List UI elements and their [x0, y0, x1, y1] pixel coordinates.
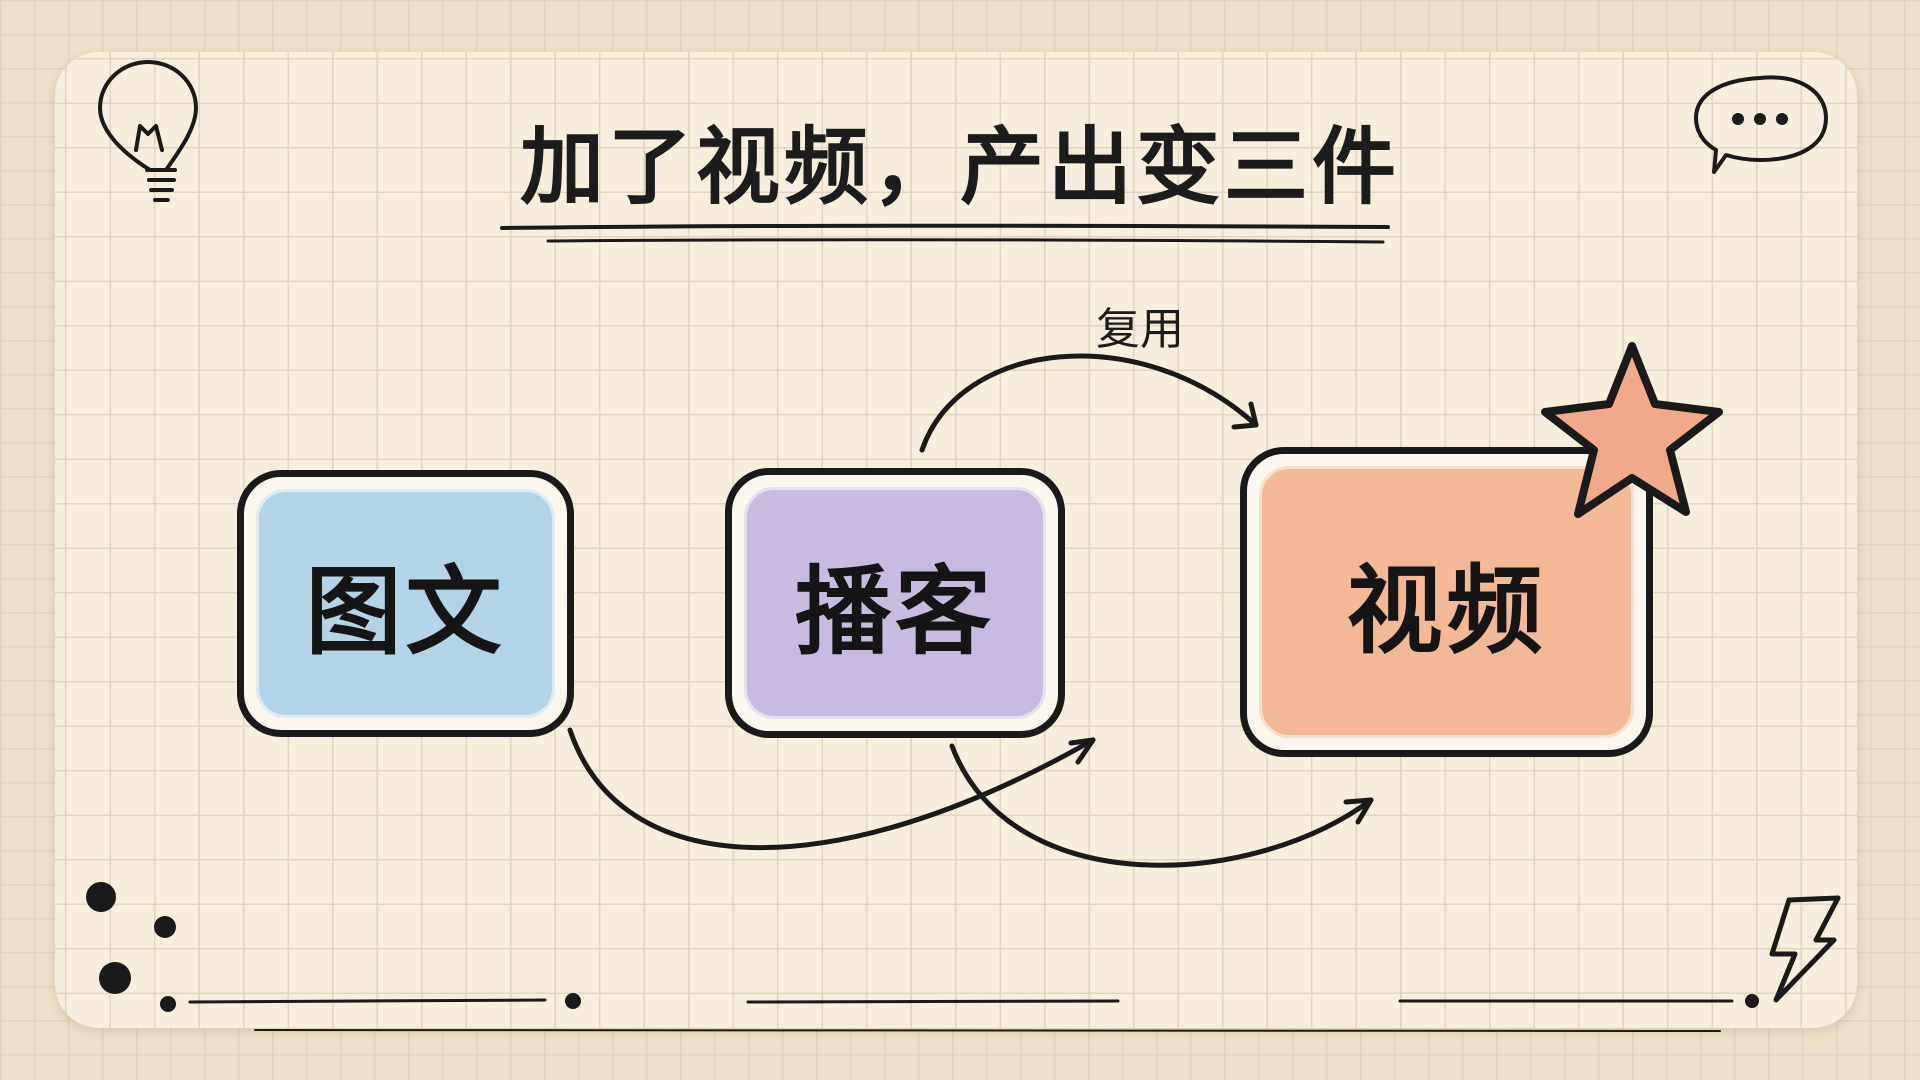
node-video-label: 视频	[1346, 554, 1547, 667]
node-image-text-label: 图文	[305, 556, 506, 668]
page-title: 加了视频，产出变三件	[519, 118, 1400, 216]
arrow-podcast-to-video-bottom	[949, 743, 1374, 868]
arrow-text-to-podcast	[567, 727, 1096, 850]
node-podcast: 播客	[725, 468, 1065, 738]
node-podcast-label: 播客	[795, 555, 995, 668]
node-podcast-fill: 播客	[744, 487, 1046, 719]
lightbulb-icon	[98, 60, 198, 202]
lightning-icon	[1769, 895, 1841, 1003]
title-underline	[500, 223, 1390, 244]
dots-decoration	[86, 882, 1759, 1012]
arrow-reuse	[919, 353, 1259, 453]
reuse-label: 复用	[1096, 304, 1184, 355]
speech-bubble-icon	[1694, 75, 1828, 174]
footer-lines	[188, 998, 1734, 1032]
node-image-text: 图文	[237, 470, 574, 737]
node-video-fill: 视频	[1259, 466, 1634, 738]
star-icon	[1541, 342, 1723, 518]
node-image-text-fill: 图文	[256, 489, 555, 718]
